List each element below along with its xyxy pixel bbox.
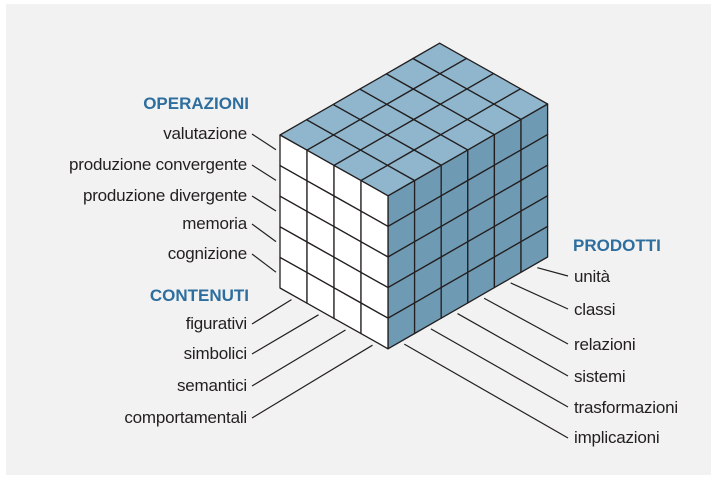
contenuti-label-semantici: semantici: [176, 376, 247, 395]
operazioni-heading: OPERAZIONI: [143, 94, 249, 113]
prodotti-label-unita: unità: [574, 267, 610, 286]
prodotti-leader-line: [457, 313, 569, 377]
operazioni-label-valutazione: valutazione: [163, 124, 247, 143]
cube-front-face: [279, 134, 389, 350]
contenuti-label-figurativi: figurativi: [185, 314, 248, 333]
contenuti-heading: CONTENUTI: [149, 286, 249, 305]
contenuti-leader-line: [251, 299, 292, 325]
contenuti-label-comportamentali: comportamentali: [124, 408, 247, 427]
operazioni-leader-line: [251, 253, 277, 273]
prodotti-leader-line: [483, 297, 569, 345]
contenuti-leader-line: [251, 344, 373, 419]
cube-side-face: [387, 103, 549, 350]
operazioni-leader-line: [251, 164, 277, 181]
operazioni-label-memoria: memoria: [182, 214, 247, 233]
operazioni-leader-line: [251, 223, 277, 243]
prodotti-label-trasformazioni: trasformazioni: [574, 398, 678, 417]
operazioni-label-produzione-divergente: produzione divergente: [82, 186, 247, 205]
prodotti-label-sistemi: sistemi: [574, 367, 626, 386]
operazioni-leader-line: [251, 133, 277, 151]
prodotti-heading: PRODOTTI: [573, 236, 661, 255]
prodotti-leader-line: [510, 282, 569, 310]
leader-lines: [251, 133, 569, 439]
prodotti-label-classi: classi: [574, 300, 616, 319]
side-cell: [520, 225, 549, 273]
prodotti-label-implicazioni: implicazioni: [574, 428, 660, 447]
top-cell: [493, 88, 549, 120]
cube-top-face: [279, 42, 549, 197]
contenuti-leader-line: [251, 314, 319, 355]
contenuti-leader-line: [251, 329, 346, 387]
contenuti-label-simbolici: simbolici: [183, 344, 248, 363]
operazioni-label-cognizione: cognizione: [167, 244, 247, 263]
operazioni-label-produzione-convergente: produzione convergente: [68, 155, 247, 174]
prodotti-leader-line: [404, 343, 569, 439]
prodotti-leader-line: [430, 328, 569, 408]
front-cell: [360, 302, 389, 350]
operazioni-leader-line: [251, 195, 277, 212]
prodotti-leader-line: [537, 267, 569, 277]
prodotti-label-relazioni: relazioni: [574, 335, 636, 354]
